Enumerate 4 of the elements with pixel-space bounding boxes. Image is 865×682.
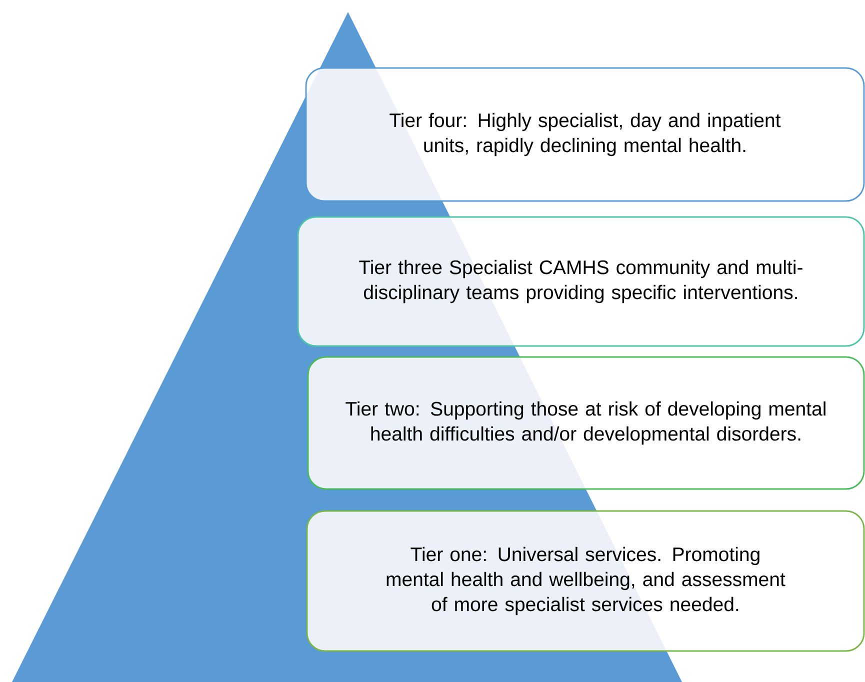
tier-box: Tier four: Highly specialist, day and inpatient units, rapidly declining mental health.: [305, 67, 865, 202]
tier-box: Tier two: Supporting those at risk of developing mental health difficulties and/or developmental disorders.: [307, 356, 865, 490]
tier-box: Tier three Specialist CAMHS community and multi-disciplinary teams providing specific interventions.: [297, 216, 865, 347]
tier-box: Tier one: Universal services. Promoting mental health and wellbeing, and assessment of more specialist services needed.: [306, 510, 865, 652]
